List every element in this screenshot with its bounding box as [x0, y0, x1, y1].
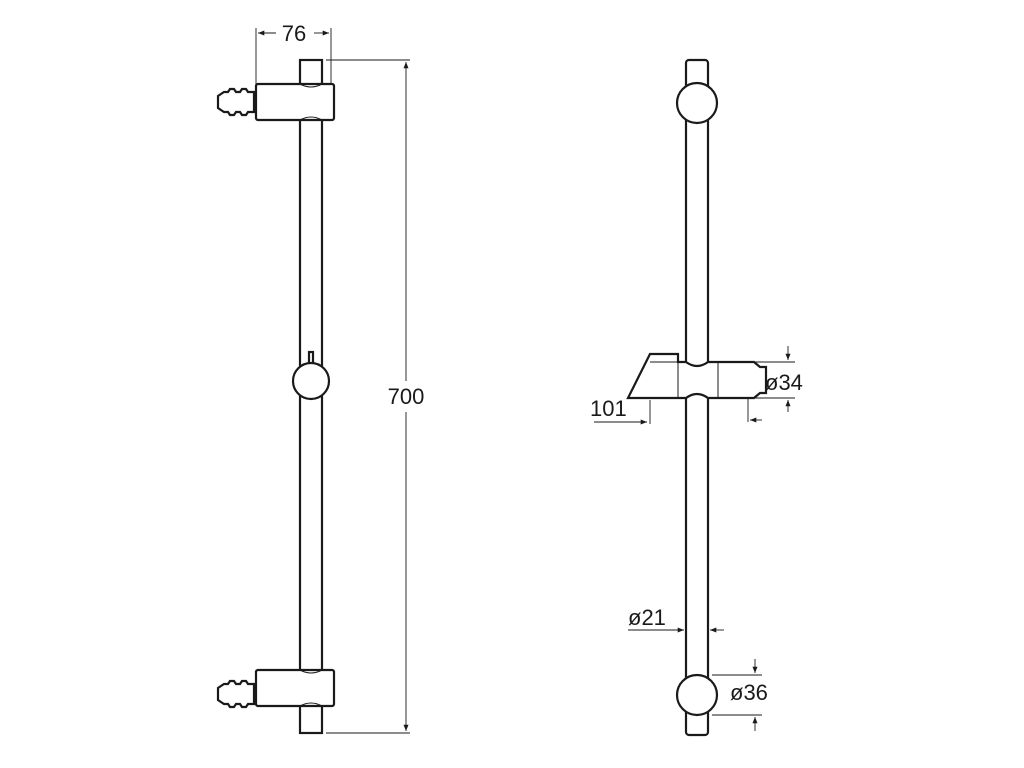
dimension-101: 101 — [590, 396, 651, 425]
bottom-wall-bracket — [216, 668, 336, 709]
dimension-label: ø21 — [628, 605, 666, 630]
dimension-o34: ø34 — [740, 346, 803, 423]
middle-knob — [291, 350, 331, 401]
dimension-o36: ø36 — [712, 659, 768, 731]
dimension-76: 76 — [255, 21, 332, 84]
rod — [684, 58, 710, 737]
dimension-label: 700 — [388, 384, 425, 409]
shower-head-holder — [626, 352, 768, 400]
dimension-label: ø36 — [730, 680, 768, 705]
top-end-cap — [675, 81, 719, 125]
dimension-label: ø34 — [765, 370, 803, 395]
dimension-o21: ø21 — [628, 605, 724, 633]
dimension-label: 101 — [590, 396, 627, 421]
dimension-700: 700 — [326, 59, 425, 734]
top-wall-bracket — [216, 82, 336, 122]
hose-connector-icon — [216, 679, 256, 709]
bottom-end-cap — [675, 673, 719, 717]
side-view: 76 700 — [216, 21, 425, 735]
hose-connector-icon — [216, 87, 256, 117]
dimension-label: 76 — [282, 21, 306, 46]
front-view: ø34 101 ø21 ø36 — [590, 58, 803, 737]
